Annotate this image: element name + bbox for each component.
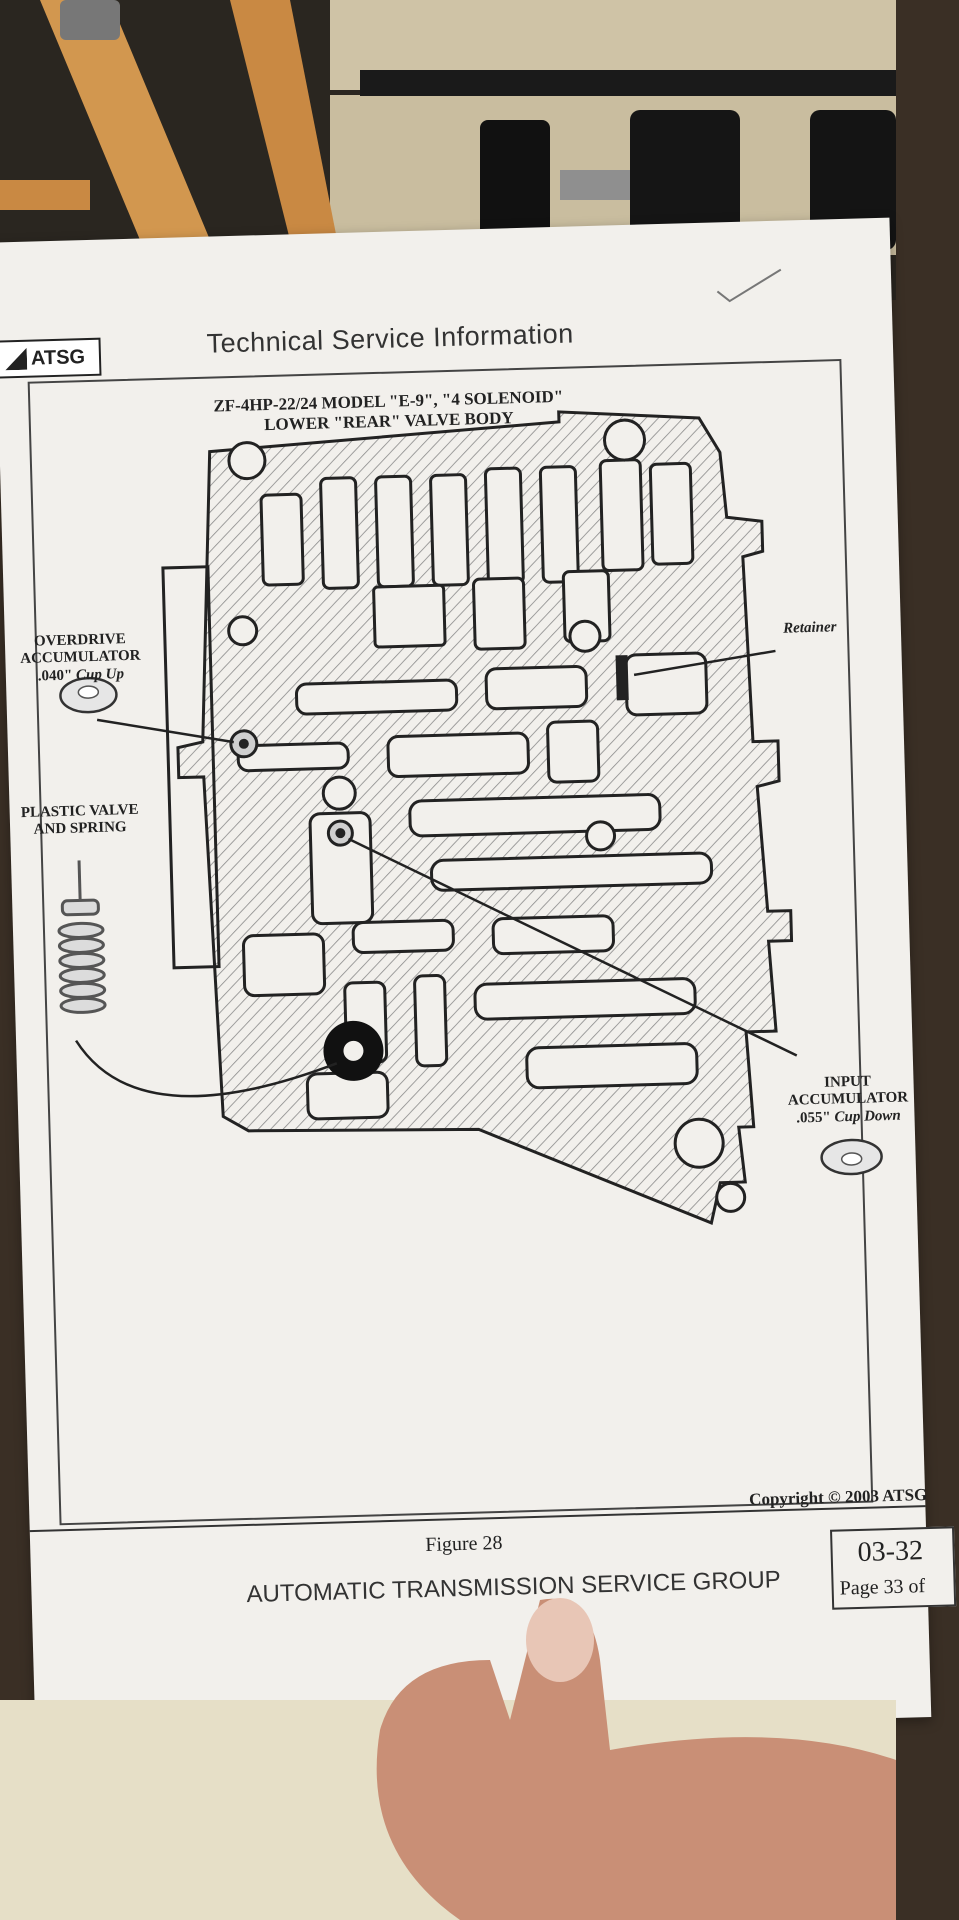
page-of: Page 33 of xyxy=(839,1575,926,1600)
input-cup-icon xyxy=(820,1138,883,1176)
input-spec: .055" xyxy=(795,1109,831,1127)
check-balls xyxy=(229,729,384,1081)
input-cup: Cup Down xyxy=(834,1107,901,1125)
valve-body-diagram xyxy=(57,410,883,1225)
service-sheet: ATSG Technical Service Information ZF-4H… xyxy=(0,217,957,1743)
retainer-clip xyxy=(615,655,629,701)
overdrive-accumulator-label: OVERDRIVE ACCUMULATOR .040" Cup Up xyxy=(15,631,146,686)
page-number: 03-32 xyxy=(857,1535,924,1568)
checkmark-icon xyxy=(716,268,782,303)
input-accumulator-label: INPUT ACCUMULATOR .055" Cup Down xyxy=(777,1072,918,1128)
valve-body-passages xyxy=(227,418,747,1213)
plastic-valve-spring-icon xyxy=(57,860,107,1014)
hand-thumb xyxy=(376,1598,896,1920)
overdrive-cup: Cup Up xyxy=(75,665,125,683)
retainer-label: Retainer xyxy=(760,619,860,639)
overdrive-spec: .040" xyxy=(37,667,73,685)
page-number-box: 03-32 Page 33 of xyxy=(830,1526,957,1610)
figure-caption: Figure 28 xyxy=(424,1531,503,1557)
overdrive-label-line2: ACCUMULATOR xyxy=(20,647,141,668)
retainer-text: Retainer xyxy=(782,619,837,637)
plastic-valve-label: PLASTIC VALVE AND SPRING xyxy=(9,801,150,839)
overdrive-label-line3: .040" Cup Up xyxy=(16,665,146,686)
overdrive-cup-icon xyxy=(59,676,118,714)
leader-lines xyxy=(75,649,798,1098)
